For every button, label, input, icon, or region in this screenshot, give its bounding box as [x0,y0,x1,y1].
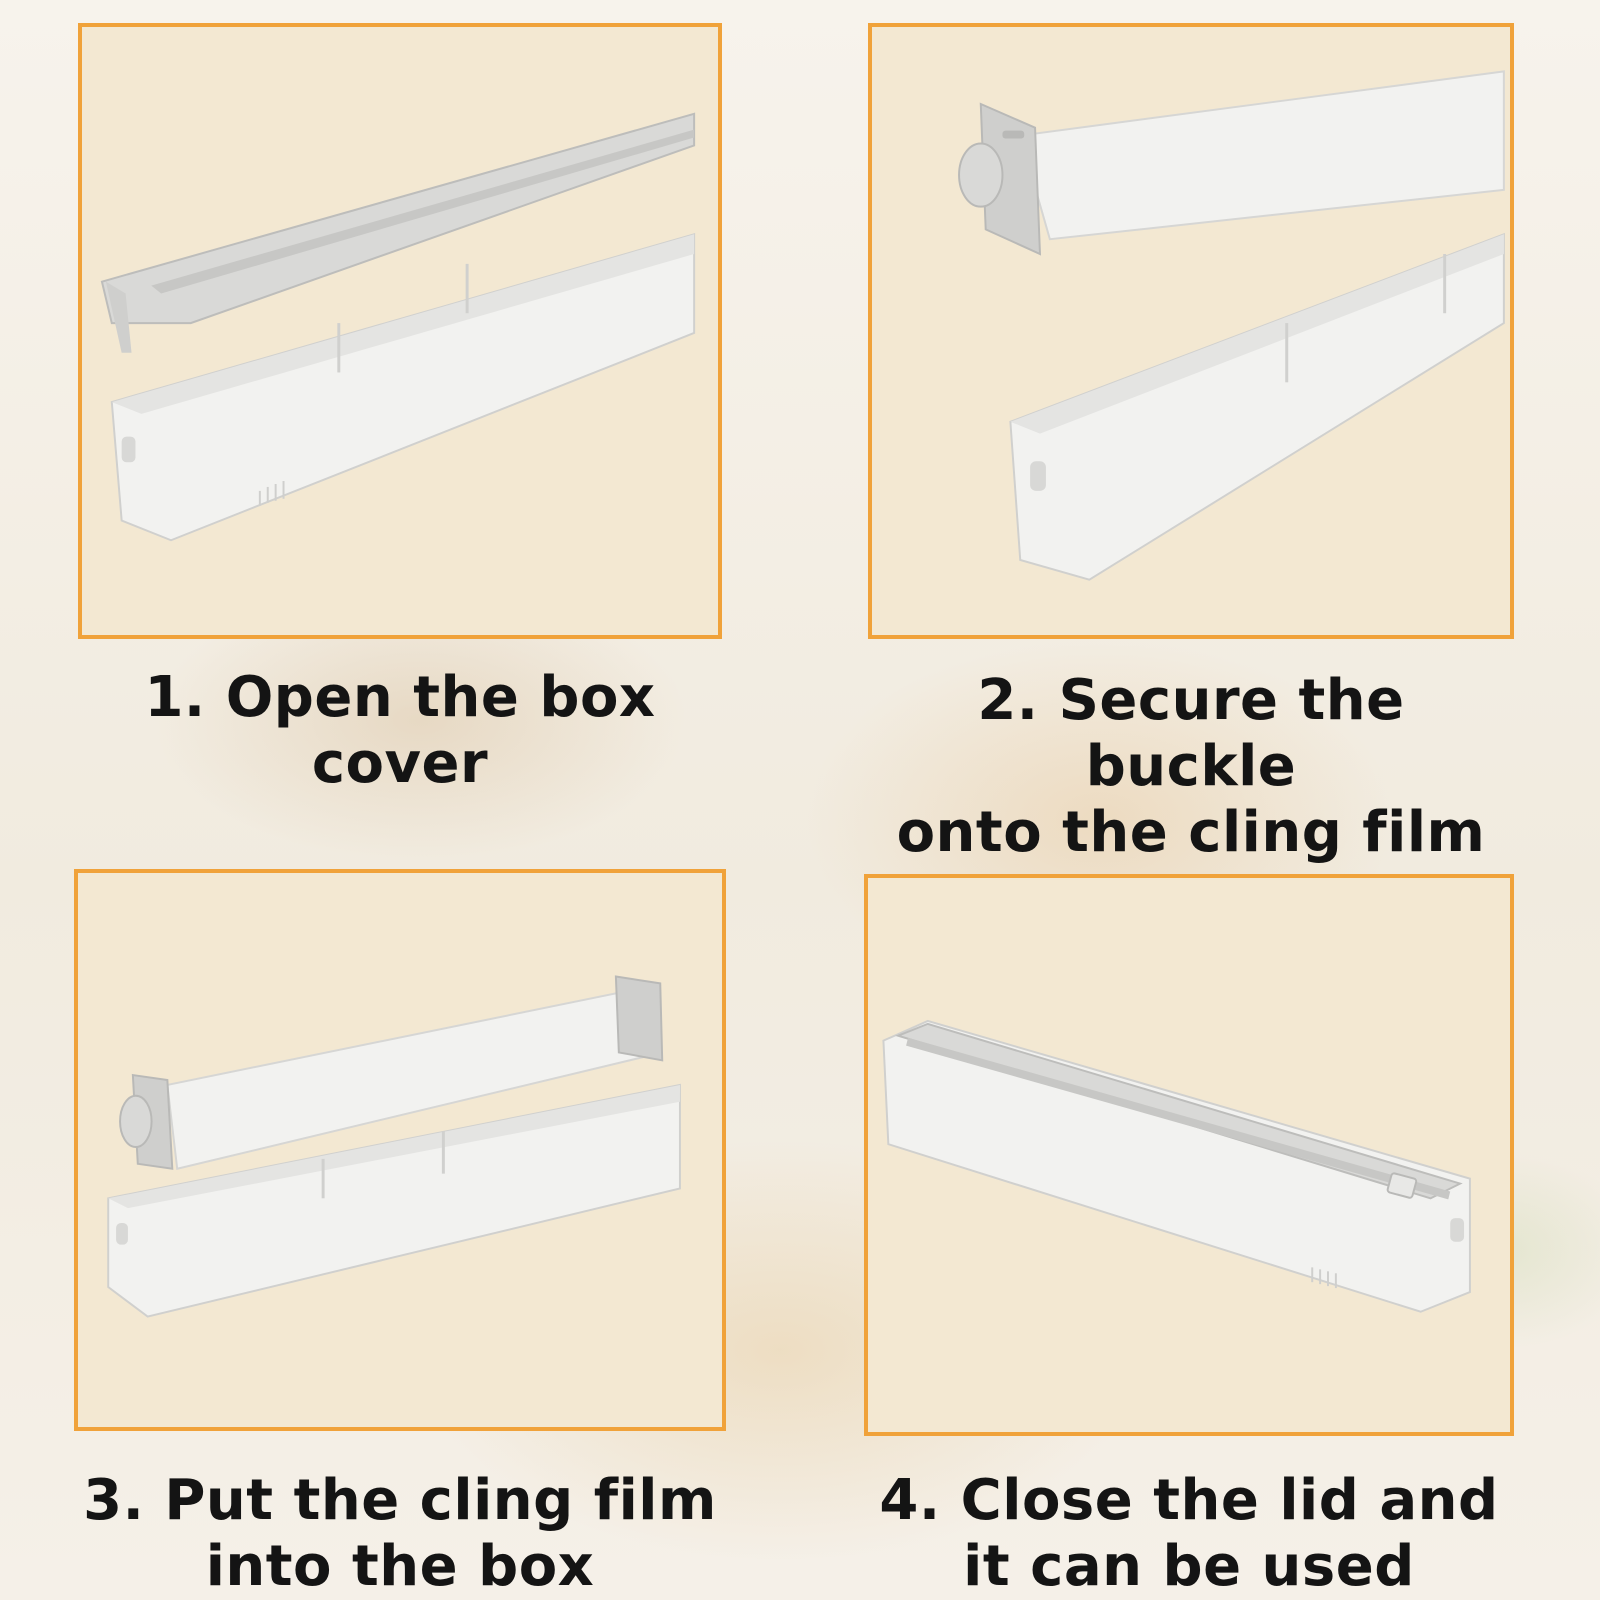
step-3-caption-line-2: into the box [205,1534,595,1599]
closed-dispenser-illustration [882,1019,1471,1313]
step-4-caption: 4. Close the lid and it can be used [864,1468,1514,1600]
step-4-caption-line-2: it can be used [963,1534,1415,1599]
step-1-caption: 1. Open the box cover [78,665,722,797]
step-3-caption-line-1: 3. Put the cling film [83,1468,717,1533]
open-box-cover-illustration [100,112,696,542]
step-2-caption-line-1: 2. Secure the buckle [977,668,1405,799]
buckle-on-cling-film-illustration [958,70,1505,581]
step-2-caption-line-2: onto the cling film [896,800,1486,865]
step-4-image-panel [864,874,1514,1436]
step-2-image-panel [868,23,1514,639]
step-2-caption: 2. Secure the buckle onto the cling film [868,668,1514,866]
step-4-caption-line-1: 4. Close the lid and [879,1468,1499,1533]
step-1-caption-line-1: 1. Open the box cover [144,665,656,796]
step-3-image-panel [74,869,726,1431]
step-3-caption: 3. Put the cling film into the box [74,1468,726,1600]
step-1-image-panel [78,23,722,639]
put-film-in-box-illustration [107,975,681,1318]
